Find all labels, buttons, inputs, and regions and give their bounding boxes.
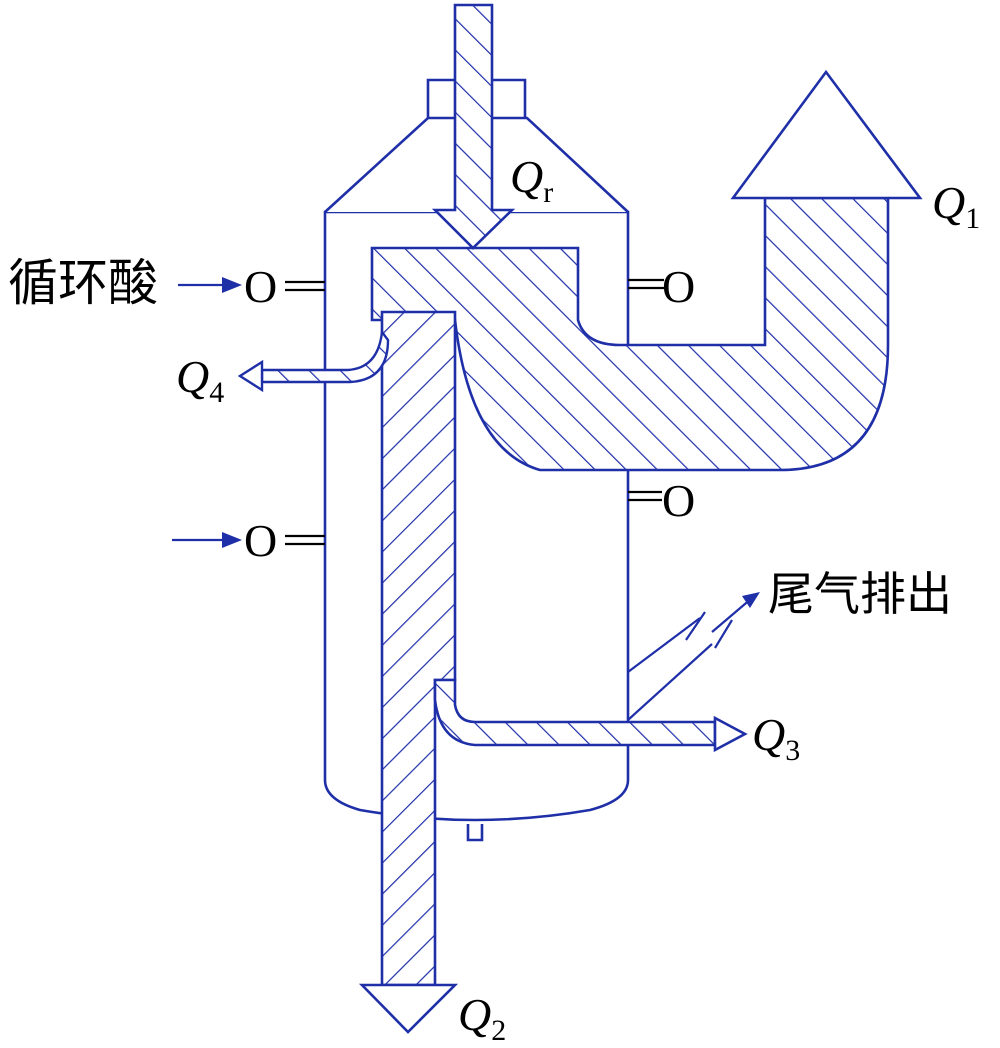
q4-arrow-head: [237, 359, 264, 393]
q3-arrow-head: [713, 715, 748, 753]
port-left-lower-stub: [285, 534, 325, 546]
port-mark-right-lower: O: [662, 475, 695, 526]
q2-arrow-head: [358, 983, 459, 1034]
recycle-acid-arrow-head: [222, 277, 242, 293]
port-mark-left-lower: O: [244, 515, 277, 566]
q1-label: Q1: [932, 177, 980, 235]
q2-label: Q2: [458, 989, 506, 1047]
port-mark-right-upper: O: [662, 261, 695, 312]
exhaust-pipe-lower: [627, 643, 713, 721]
q2-outlet-pipe: [380, 310, 457, 987]
q3-outlet-pipe: [433, 678, 717, 747]
q3-label: Q3: [752, 709, 800, 767]
exhaust-arrow-head: [742, 592, 760, 608]
port-right-upper-stub: [628, 278, 664, 290]
exhaust-label: 尾气排出: [768, 567, 952, 621]
lower-inlet-arrow-head: [222, 532, 242, 548]
port-mark-left-upper: O: [244, 261, 277, 312]
exhaust-valve-bar-2: [714, 619, 733, 649]
port-left-upper-stub: [285, 280, 325, 292]
exhaust-valve-bar-1: [685, 611, 706, 641]
exhaust-arrow-line: [711, 597, 753, 633]
recycle-acid-label: 循环酸: [8, 254, 158, 312]
q4-label: Q4: [176, 351, 224, 409]
q1-outlet-duct: [370, 196, 890, 472]
qr-label: Qr: [510, 151, 553, 209]
vessel-drain-nozzle: [466, 824, 484, 842]
q4-outlet-pipe: [260, 328, 390, 384]
q1-arrow-head: [730, 69, 923, 200]
port-right-lower-stub: [628, 490, 662, 502]
exhaust-pipe-upper: [627, 617, 701, 673]
qr-feed-pipe: [431, 3, 516, 250]
